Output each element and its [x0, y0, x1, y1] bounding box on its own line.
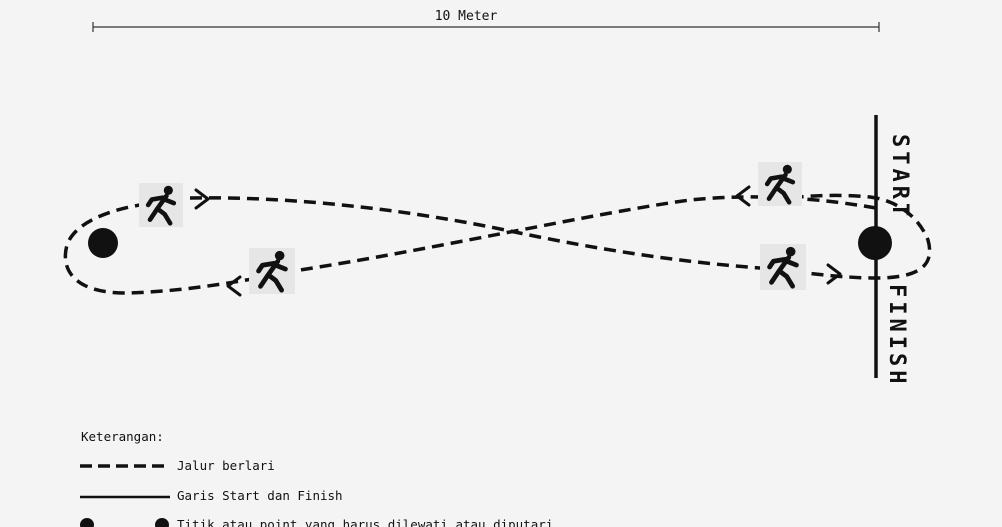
point-dot-icon: [155, 518, 169, 527]
point-dot-icon: [858, 226, 892, 260]
runner-icon: [758, 162, 802, 206]
runner-icon: [249, 248, 295, 294]
legend-title: Keterangan:: [81, 429, 164, 444]
legend-item-label: Titik atau point yang harus dilewati ata…: [177, 517, 553, 527]
point-dot-icon: [88, 228, 118, 258]
point-dot-icon: [80, 518, 94, 527]
distance-label: 10 Meter: [435, 9, 498, 24]
legend: Keterangan: Jalur berlari Garis Start da…: [80, 429, 553, 527]
arrow-right-icon: [194, 188, 210, 210]
legend-item-label: Jalur berlari: [177, 458, 275, 473]
legend-item-label: Garis Start dan Finish: [177, 488, 343, 503]
finish-label: FINISH: [884, 284, 909, 387]
runner-icon: [139, 183, 183, 227]
runner-icon: [760, 244, 806, 290]
start-label: START: [887, 134, 912, 220]
arrow-left-icon: [226, 275, 242, 297]
direction-arrows: [194, 185, 842, 297]
arrow-left-icon: [735, 185, 751, 207]
arrow-right-icon: [826, 263, 842, 285]
distance-dimension: 10 Meter: [92, 9, 880, 32]
